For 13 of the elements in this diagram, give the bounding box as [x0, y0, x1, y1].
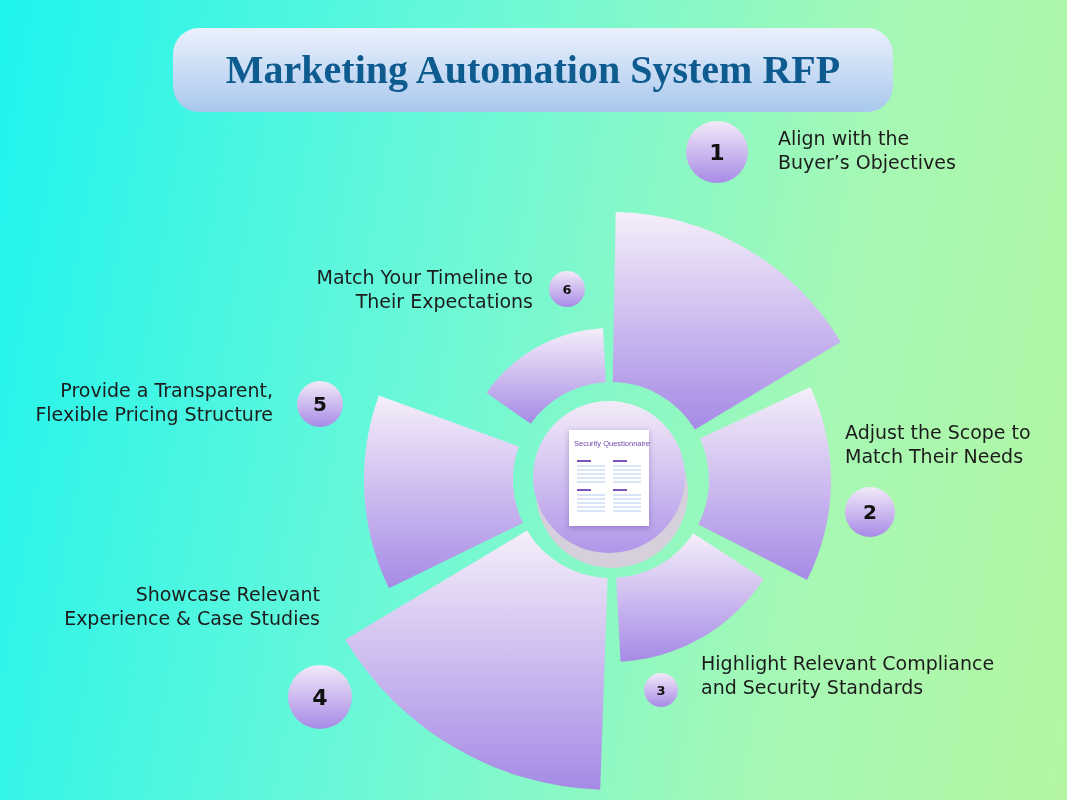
step-number: 4	[288, 665, 352, 729]
title-banner: Marketing Automation System RFP	[173, 28, 893, 112]
step-number: 6	[549, 271, 585, 307]
step-label: Align with the Buyer’s Objectives	[778, 126, 957, 174]
step-label: Provide a Transparent, Flexible Pricing Structure	[34, 378, 273, 426]
step-label: Match Your Timeline to Their Expectations	[315, 265, 533, 313]
step-number: 2	[845, 487, 895, 537]
step-label: Showcase Relevant Experience & Case Studies	[63, 582, 320, 630]
step-label: Highlight Relevant Compliance and Security Standards	[701, 651, 996, 699]
step-number: 1	[686, 121, 748, 183]
step-number: 5	[297, 381, 343, 427]
step-number: 3	[644, 673, 678, 707]
step-label: Adjust the Scope to Match Their Needs	[845, 420, 1032, 468]
